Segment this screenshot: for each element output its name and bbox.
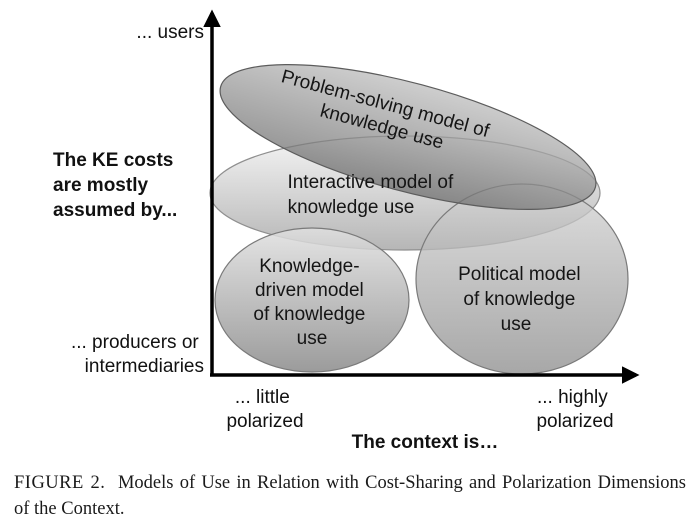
models-of-use-diagram: ... users The KE costs are mostly assume…	[53, 9, 640, 453]
figure-number: FIGURE 2.	[14, 473, 106, 493]
x-axis-left-label: ... little polarized	[226, 387, 303, 432]
caption-text: Models of Use in Relation with Cost-Shar…	[14, 473, 687, 519]
y-axis-bottom-label: ... producers or intermediaries	[71, 332, 204, 377]
y-axis-title: The KE costs are mostly assumed by...	[53, 150, 179, 221]
interactive-model-label: Interactive model of knowledge use	[287, 172, 458, 218]
political-model-label: Political model of knowledge use	[458, 264, 586, 335]
knowledge-driven-model-label: Knowledge- driven model of knowledge use	[253, 256, 370, 349]
figure-caption: FIGURE 2. Models of Use in Relation with…	[14, 470, 686, 522]
y-axis-top-label: ... users	[136, 22, 204, 43]
knowledge-driven-model-ellipse	[214, 227, 410, 373]
x-axis-title: The context is…	[352, 432, 499, 453]
problem-solving-model-ellipse	[219, 63, 597, 211]
x-axis-right-label: ... highly polarized	[536, 387, 613, 432]
